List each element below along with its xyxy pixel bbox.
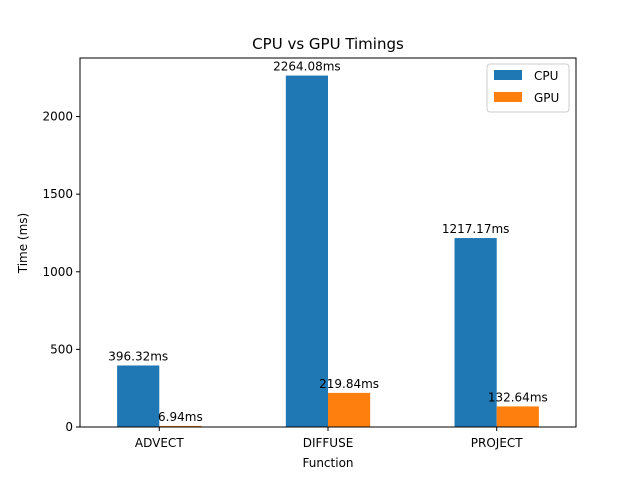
y-tick-label: 2000 [42, 110, 73, 124]
x-axis-label: Function [302, 456, 353, 470]
bar-cpu-advect [117, 365, 160, 427]
legend-label-gpu: GPU [534, 91, 559, 105]
y-tick-label: 0 [65, 420, 73, 434]
legend-swatch-gpu [494, 92, 522, 102]
legend-label-cpu: CPU [534, 69, 558, 83]
bar-cpu-project [454, 238, 497, 427]
data-label-gpu-advect: 6.94ms [158, 410, 203, 424]
bar-gpu-diffuse [328, 392, 371, 427]
y-tick-label: 500 [50, 342, 73, 356]
y-axis-label: Time (ms) [16, 213, 30, 275]
bar-gpu-advect [159, 425, 202, 427]
y-tick-label: 1500 [42, 187, 73, 201]
y-axis-ticks: 0 500 1000 1500 2000 [42, 110, 80, 434]
bar-labels-layer: 396.32ms 2264.08ms 1217.17ms 6.94ms 219.84ms… [108, 60, 548, 424]
x-axis-ticks: ADVECT DIFFUSE PROJECT [135, 427, 523, 450]
x-tick-label-advect: ADVECT [135, 436, 184, 450]
y-tick-label: 1000 [42, 265, 73, 279]
legend: CPU GPU [486, 63, 570, 113]
data-label-gpu-project: 132.64ms [488, 390, 548, 404]
bar-cpu-diffuse [285, 75, 328, 427]
x-tick-label-project: PROJECT [471, 436, 524, 450]
bar-gpu-project [496, 406, 539, 427]
bars-layer [117, 75, 539, 427]
data-label-cpu-advect: 396.32ms [108, 349, 168, 363]
chart-title: CPU vs GPU Timings [252, 35, 404, 53]
x-tick-label-diffuse: DIFFUSE [303, 436, 354, 450]
data-label-cpu-project: 1217.17ms [442, 222, 510, 236]
plot-area-frame [79, 57, 577, 428]
data-label-cpu-diffuse: 2264.08ms [273, 60, 341, 74]
data-label-gpu-diffuse: 219.84ms [319, 377, 379, 391]
legend-swatch-cpu [494, 70, 522, 80]
